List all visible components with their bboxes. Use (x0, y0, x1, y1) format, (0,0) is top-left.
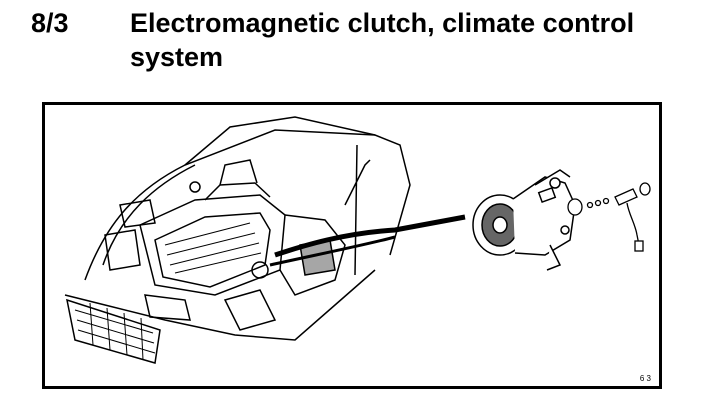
engine-bay-illustration-icon (64, 116, 466, 364)
figure-code: 6 3 (639, 374, 651, 383)
figure-frame: 6 3 (42, 102, 662, 389)
ac-compressor-icon (472, 169, 576, 271)
section-number: 8/3 (31, 8, 69, 38)
page-title: Electromagnetic clutch, climate control … (130, 8, 635, 72)
clutch-assembly-icon (567, 182, 651, 252)
figure-illustration (64, 116, 651, 364)
